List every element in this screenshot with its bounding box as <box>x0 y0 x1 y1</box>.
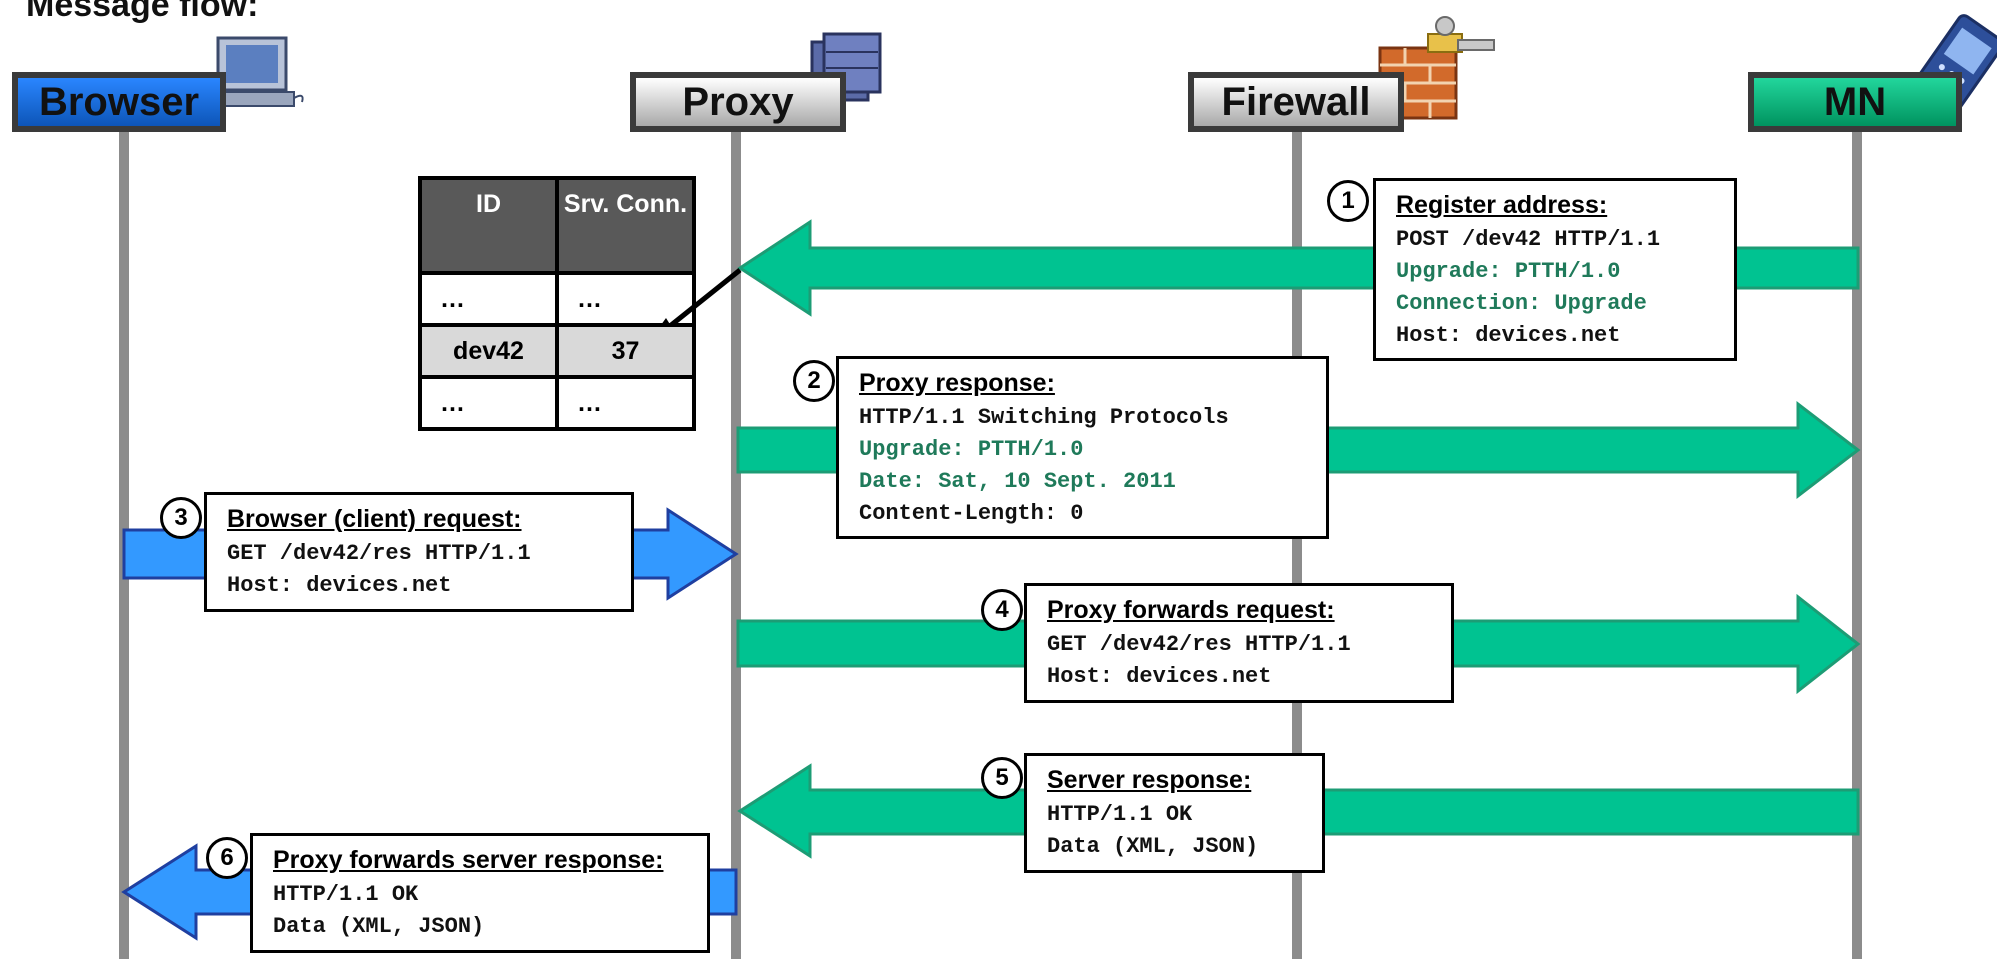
message-line: Upgrade: PTTH/1.0 <box>1396 259 1621 284</box>
table-row: … … <box>418 375 696 431</box>
mn-lifeline <box>1852 132 1862 959</box>
table-cell: 37 <box>555 323 696 379</box>
table-header-id: ID <box>418 176 559 275</box>
table-header-row: ID Srv. Conn. <box>418 176 696 275</box>
message-line: Host: devices.net <box>1047 664 1272 689</box>
message-line: POST /dev42 HTTP/1.1 <box>1396 227 1661 252</box>
message-box-2: Proxy response: HTTP/1.1 Switching Proto… <box>836 356 1329 539</box>
message-line: Content-Length: 0 <box>859 501 1084 526</box>
message-heading: Proxy forwards request: <box>1047 596 1335 624</box>
message-line: GET /dev42/res HTTP/1.1 <box>1047 632 1351 657</box>
step-badge-3: 3 <box>160 497 202 539</box>
proxy-actor: Proxy <box>630 72 846 132</box>
table-header-srv-conn: Srv. Conn. <box>555 176 696 275</box>
message-box-3: Browser (client) request: GET /dev42/res… <box>204 492 634 612</box>
message-box-5: Server response: HTTP/1.1 OK Data (XML, … <box>1024 753 1325 873</box>
message-heading: Proxy response: <box>859 369 1055 397</box>
browser-actor: Browser <box>12 72 226 132</box>
step-badge-4: 4 <box>981 589 1023 631</box>
table-cell: … <box>418 271 559 327</box>
table-row-highlighted: dev42 37 <box>418 323 696 379</box>
message-line: Data (XML, JSON) <box>1047 834 1259 859</box>
message-box-6: Proxy forwards server response: HTTP/1.1… <box>250 833 710 953</box>
firewall-lifeline <box>1292 132 1302 959</box>
computer-icon <box>211 36 304 107</box>
browser-actor-label: Browser <box>38 79 200 124</box>
message-heading: Proxy forwards server response: <box>273 846 664 874</box>
message-line: HTTP/1.1 OK <box>1047 802 1193 827</box>
message-line: Data (XML, JSON) <box>273 914 485 939</box>
message-line: Host: devices.net <box>1396 323 1621 348</box>
id-connection-table: ID Srv. Conn. … … dev42 37 … … <box>418 176 696 431</box>
message-box-4: Proxy forwards request: GET /dev42/res H… <box>1024 583 1454 703</box>
message-box-1: Register address: POST /dev42 HTTP/1.1 U… <box>1373 178 1737 361</box>
mn-actor: MN <box>1748 72 1962 132</box>
table-cell: dev42 <box>418 323 559 379</box>
page-title: Message flow: <box>26 0 259 24</box>
step-badge-6: 6 <box>206 837 248 879</box>
message-line: HTTP/1.1 Switching Protocols <box>859 405 1229 430</box>
step-badge-5: 5 <box>981 757 1023 799</box>
firewall-actor-label: Firewall <box>1221 79 1371 124</box>
message-line: GET /dev42/res HTTP/1.1 <box>227 541 531 566</box>
message-heading: Browser (client) request: <box>227 505 522 533</box>
table-cell: … <box>555 375 696 431</box>
mn-actor-label: MN <box>1823 79 1887 124</box>
table-cell: … <box>555 271 696 327</box>
message-heading: Register address: <box>1396 191 1608 219</box>
message-line: Date: Sat, 10 Sept. 2011 <box>859 469 1176 494</box>
proxy-actor-label: Proxy <box>682 79 794 124</box>
step-badge-2: 2 <box>793 360 835 402</box>
proxy-lifeline <box>731 132 741 959</box>
table-cell: … <box>418 375 559 431</box>
message-line: HTTP/1.1 OK <box>273 882 419 907</box>
message-line: Upgrade: PTTH/1.0 <box>859 437 1084 462</box>
message-heading: Server response: <box>1047 766 1252 794</box>
message-line: Connection: Upgrade <box>1396 291 1647 316</box>
step-badge-1: 1 <box>1327 180 1369 222</box>
table-row: … … <box>418 271 696 327</box>
firewall-actor: Firewall <box>1188 72 1404 132</box>
message-line: Host: devices.net <box>227 573 452 598</box>
